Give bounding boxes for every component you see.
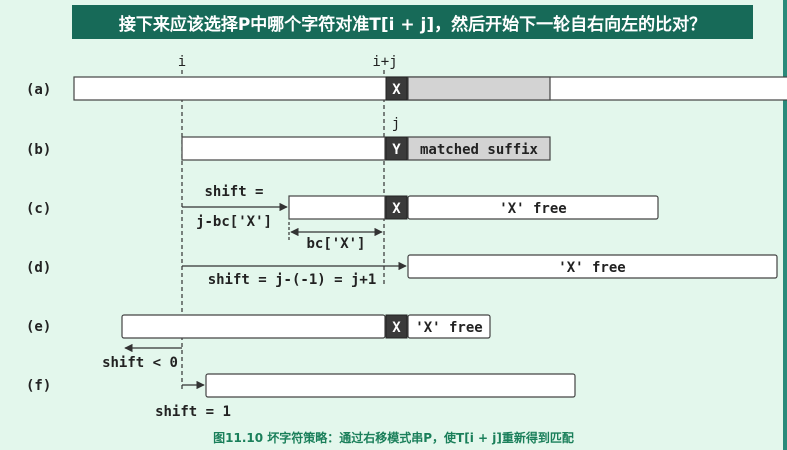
pattern-char-box-x-c [385, 195, 408, 220]
row-label-b: (b) [26, 142, 51, 158]
text-matched-segment [407, 76, 551, 101]
text-mismatch-char-box [385, 76, 408, 101]
index-label-j: j [392, 116, 400, 132]
shift-1-label: shift = 1 [155, 404, 231, 420]
row-label-d: (d) [26, 260, 51, 276]
right-edge-strip [783, 0, 787, 450]
j-bc-label: j-bc['X'] [196, 214, 272, 230]
pattern-bar-e [121, 314, 386, 339]
row-label-e: (e) [26, 319, 51, 335]
pattern-bar-f [205, 373, 576, 398]
question-title: 接下来应该选择P中哪个字符对准T[i + j]，然后开始下一轮自右向左的比对？ [72, 5, 753, 39]
pattern-bar-d [407, 254, 778, 279]
x-free-label-e: 'X' free [415, 320, 482, 336]
matched-suffix-box [407, 136, 551, 161]
pattern-bar-c [288, 195, 386, 220]
matched-suffix-label: matched suffix [420, 142, 539, 158]
row-label-f: (f) [26, 378, 51, 394]
figure-caption: 图11.10 坏字符策略：通过右移模式串P，使T[i + j]重新得到匹配 [213, 431, 574, 445]
pattern-char-x-e: X [392, 320, 401, 336]
x-free-box-c [407, 195, 659, 220]
pattern-char-y: Y [392, 142, 401, 158]
bc-x-label: bc['X'] [306, 236, 365, 252]
shift-lt0-label: shift < 0 [102, 355, 178, 371]
pattern-char-box-y [385, 136, 408, 161]
shift-eq-label: shift = [204, 184, 263, 200]
x-free-box-e [407, 314, 491, 339]
text-mismatch-char: X [392, 82, 401, 98]
row-label-a: (a) [26, 82, 51, 98]
x-free-label-c: 'X' free [499, 201, 566, 217]
pattern-char-x-c: X [392, 201, 401, 217]
pattern-char-box-x-e [385, 314, 408, 339]
row-label-c: (c) [26, 201, 51, 217]
shift-d-label: shift = j-(-1) = j+1 [208, 272, 377, 288]
pattern-bar-b [181, 136, 386, 161]
index-label-i-plus-j: i+j [372, 54, 397, 70]
index-label-i: i [178, 54, 186, 70]
x-free-label-d: 'X' free [558, 260, 625, 276]
